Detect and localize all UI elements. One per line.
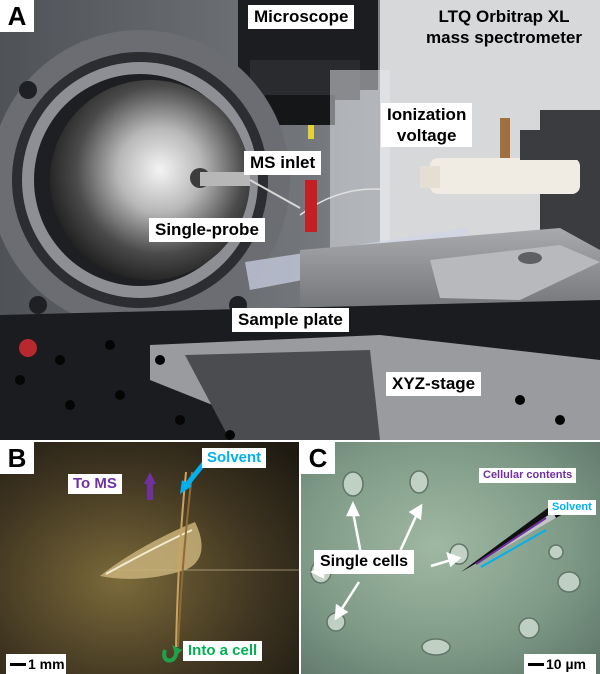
label-cellular-contents: Cellular contents xyxy=(479,468,577,483)
panel-letter-a: A xyxy=(0,0,34,32)
instrument-photo xyxy=(0,0,600,440)
panel-c-microscope-image: C Single cells Cellular contents Solvent… xyxy=(301,442,600,674)
label-microscope: Microscope xyxy=(248,5,355,29)
label-sample-plate: Sample plate xyxy=(232,308,349,332)
probe-photo xyxy=(0,442,299,674)
label-into-a-cell: Into a cell xyxy=(183,641,263,661)
label-solvent-c: Solvent xyxy=(548,500,596,515)
scale-label-b: 1 mm xyxy=(28,656,65,672)
label-solvent: Solvent xyxy=(202,448,267,468)
label-mass-spectrometer: LTQ Orbitrap XL mass spectrometer xyxy=(426,7,582,47)
panel-b-probe-photo: B To MS Solvent Into a cell 1 mm xyxy=(0,442,299,674)
label-ionization-voltage: Ionization voltage xyxy=(381,103,473,147)
label-ms-inlet: MS inlet xyxy=(244,151,322,175)
label-xyz-stage: XYZ-stage xyxy=(386,372,482,396)
label-to-ms: To MS xyxy=(68,474,122,494)
label-single-probe: Single-probe xyxy=(149,218,265,242)
label-single-cells: Single cells xyxy=(314,550,415,574)
scale-bar-line-b xyxy=(10,663,26,666)
scale-bar-c: 10 µm xyxy=(524,654,596,674)
panel-a-instrument-photo: A Microscope LTQ Orbitrap XL mass spectr… xyxy=(0,0,600,440)
scale-bar-line-c xyxy=(528,663,544,666)
scale-label-c: 10 µm xyxy=(546,656,586,672)
panel-letter-b: B xyxy=(0,442,34,474)
scale-bar-b: 1 mm xyxy=(6,654,66,674)
panel-letter-c: C xyxy=(301,442,335,474)
